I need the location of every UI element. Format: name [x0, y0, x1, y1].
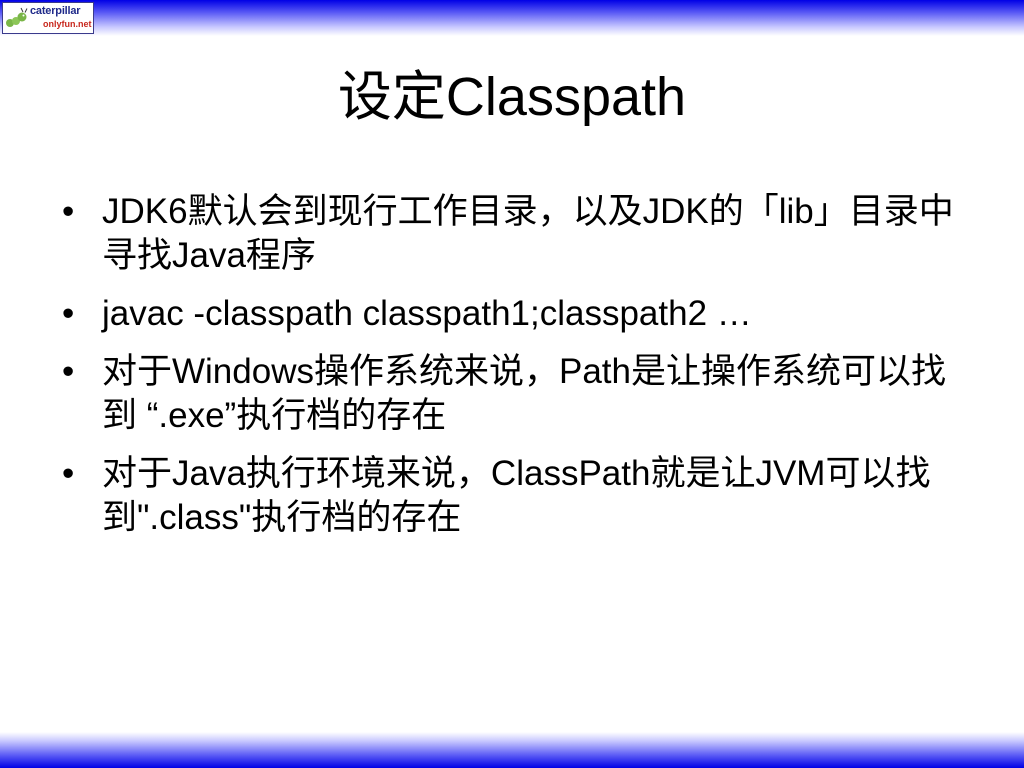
logo-text-caterpillar: caterpillar — [30, 5, 81, 17]
slide-title: 设定Classpath — [337, 67, 687, 127]
bullet-marker: • — [62, 294, 75, 333]
bullet-text: 对于Java执行环境来说，ClassPath就是让JVM可以找到".class"… — [102, 454, 931, 537]
bullet-item: • javac -classpath classpath1;classpath2… — [60, 292, 960, 336]
bullet-item: • 对于Windows操作系统来说，Path是让操作系统可以找到 “.exe”执… — [60, 350, 960, 438]
caterpillar-icon — [6, 7, 28, 27]
bullet-marker: • — [62, 192, 75, 231]
bullet-item: • 对于Java执行环境来说，ClassPath就是让JVM可以找到".clas… — [60, 452, 960, 540]
logo-text-onlyfun: onlyfun.net — [43, 19, 92, 29]
bullet-text: javac -classpath classpath1;classpath2 … — [102, 294, 752, 333]
bullet-text: JDK6默认会到现行工作目录，以及JDK的「lib」目录中寻找Java程序 — [102, 192, 954, 275]
top-header-band — [0, 0, 1024, 36]
bullet-item: • JDK6默认会到现行工作目录，以及JDK的「lib」目录中寻找Java程序 — [60, 190, 960, 278]
bullet-list: • JDK6默认会到现行工作目录，以及JDK的「lib」目录中寻找Java程序 … — [60, 190, 960, 554]
bullet-marker: • — [62, 454, 75, 493]
caterpillar-logo: caterpillar onlyfun.net — [2, 2, 94, 34]
bullet-text: 对于Windows操作系统来说，Path是让操作系统可以找到 “.exe”执行档… — [102, 352, 946, 435]
bottom-footer-band — [0, 732, 1024, 768]
bullet-marker: • — [62, 352, 75, 391]
